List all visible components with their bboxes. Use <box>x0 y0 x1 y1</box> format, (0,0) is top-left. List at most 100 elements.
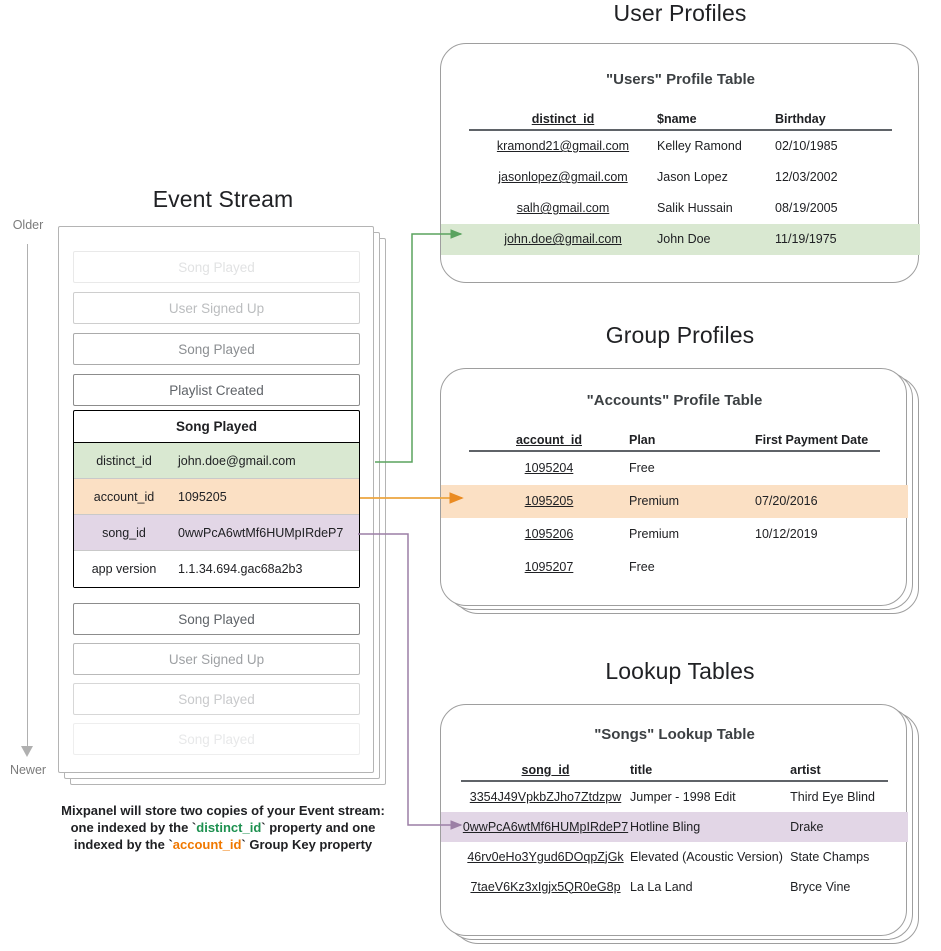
table-cell: jasonlopez@gmail.com <box>498 170 628 185</box>
group-profiles-title: Group Profiles <box>605 322 755 348</box>
user-profiles-title: User Profiles <box>613 0 747 26</box>
caption-line-1: Mixpanel will store two copies of your E… <box>61 803 385 818</box>
event-property-value: john.doe@gmail.com <box>178 453 296 468</box>
table-cell: Free <box>629 560 655 575</box>
table-cell: 46rv0eHo3Ygud6DOqpZjGk <box>467 849 624 864</box>
event-box-label: Song Played <box>178 611 255 627</box>
caption-account-id-token: account_id <box>172 837 242 852</box>
songs-table-title: "Songs" Lookup Table <box>594 726 755 743</box>
table-cell: 3354J49VpkbZJho7Ztdzpw <box>469 789 622 804</box>
table-cell: 11/19/1975 <box>775 232 837 247</box>
event-box[interactable]: Song Played <box>73 723 360 755</box>
selected-event-card[interactable]: Song Played distinct_id john.doe@gmail.co… <box>73 410 360 588</box>
table-cell: Bryce Vine <box>790 879 851 894</box>
table-cell: State Champs <box>790 849 870 864</box>
table-column-header: $name <box>657 112 697 126</box>
caption-line-2-prefix: one indexed by the ` <box>70 820 197 835</box>
selected-event-title: Song Played <box>74 411 359 443</box>
table-cell: La La Land <box>630 879 693 894</box>
users-table-title: "Users" Profile Table <box>606 71 755 88</box>
event-box[interactable]: User Signed Up <box>73 643 360 675</box>
table-cell: 1095206 <box>524 527 574 542</box>
table-header-row: distinct_id $name Birthday <box>469 102 892 126</box>
table-header-row: account_id Plan First Payment Date <box>469 423 880 447</box>
table-cell: 08/19/2005 <box>775 201 838 216</box>
timeline-axis: Older Newer <box>0 218 56 788</box>
event-stream-title: Event Stream <box>152 186 294 212</box>
table-cell: Elevated (Acoustic Version) <box>630 849 783 864</box>
table-cell: salh@gmail.com <box>516 201 610 216</box>
event-box[interactable]: Song Played <box>73 603 360 635</box>
table-column-header: song_id <box>521 763 570 777</box>
table-header-divider <box>469 129 892 131</box>
event-property-key: song_id <box>102 525 146 540</box>
table-column-header: account_id <box>516 433 582 447</box>
event-box[interactable]: Playlist Created <box>73 374 360 406</box>
table-cell: 07/20/2016 <box>755 494 818 509</box>
users-table-body: distinct_id $name Birthday kramond21@gmail.… <box>441 102 920 255</box>
timeline-line <box>27 244 28 754</box>
table-cell: Hotline Bling <box>630 819 701 834</box>
table-row[interactable]: 7taeV6Kz3xIgjx5QR0eG8p La La Land Bryce Vi… <box>461 872 888 902</box>
table-cell: 7taeV6Kz3xIgjx5QR0eG8p <box>470 879 621 894</box>
table-cell: 1095204 <box>524 461 574 476</box>
event-box-label: Playlist Created <box>169 382 264 398</box>
event-property-value: 1095205 <box>178 489 227 504</box>
table-cell: 02/10/1985 <box>775 139 838 154</box>
table-header-divider <box>461 780 888 782</box>
event-box[interactable]: Song Played <box>73 333 360 365</box>
table-cell: Free <box>629 461 655 476</box>
table-cell: 10/12/2019 <box>755 527 818 542</box>
table-cell: Kelley Ramond <box>657 139 742 154</box>
event-box-label: User Signed Up <box>168 300 265 316</box>
timeline-newer-label: Newer <box>9 763 47 777</box>
table-column-header: distinct_id <box>531 112 595 126</box>
users-table: "Users" Profile Table distinct_id $name Bi… <box>441 44 920 255</box>
event-property-value: 0wwPcA6wtMf6HUMpIRdeP7 <box>178 525 344 540</box>
event-box[interactable]: Song Played <box>73 251 360 283</box>
table-cell: 1095205 <box>524 494 574 509</box>
event-box[interactable]: User Signed Up <box>73 292 360 324</box>
table-column-header: Birthday <box>775 112 826 126</box>
event-property-row[interactable]: song_id 0wwPcA6wtMf6HUMpIRdeP7 <box>74 515 359 551</box>
caption-line-3: indexed by the `account_id` Group Key pr… <box>36 836 410 853</box>
timeline-arrow-icon <box>21 746 33 757</box>
accounts-table-title: "Accounts" Profile Table <box>586 392 763 409</box>
table-row[interactable]: 1095204 Free <box>469 452 880 485</box>
event-property-key: distinct_id <box>96 453 152 468</box>
table-column-header: First Payment Date <box>755 433 869 447</box>
event-property-row[interactable]: distinct_id john.doe@gmail.com <box>74 443 359 479</box>
caption-line-2: one indexed by the `distinct_id` propert… <box>36 819 410 836</box>
table-cell: 12/03/2002 <box>775 170 838 185</box>
caption-line-3-suffix: ` Group Key property <box>241 837 373 852</box>
event-box-label: Song Played <box>178 691 255 707</box>
caption-distinct-id-token: distinct_id <box>196 820 262 835</box>
event-box-label: Song Played <box>178 341 255 357</box>
caption-line-3-prefix: indexed by the ` <box>73 837 173 852</box>
event-box[interactable]: Song Played <box>73 683 360 715</box>
caption-line-2-suffix: ` property and one <box>261 820 376 835</box>
table-column-header: Plan <box>629 433 656 447</box>
timeline-older-label: Older <box>12 218 44 232</box>
table-column-header: title <box>630 763 653 777</box>
table-row[interactable]: 46rv0eHo3Ygud6DOqpZjGk Elevated (Acoustic… <box>461 842 888 872</box>
table-cell: Third Eye Blind <box>790 789 875 804</box>
